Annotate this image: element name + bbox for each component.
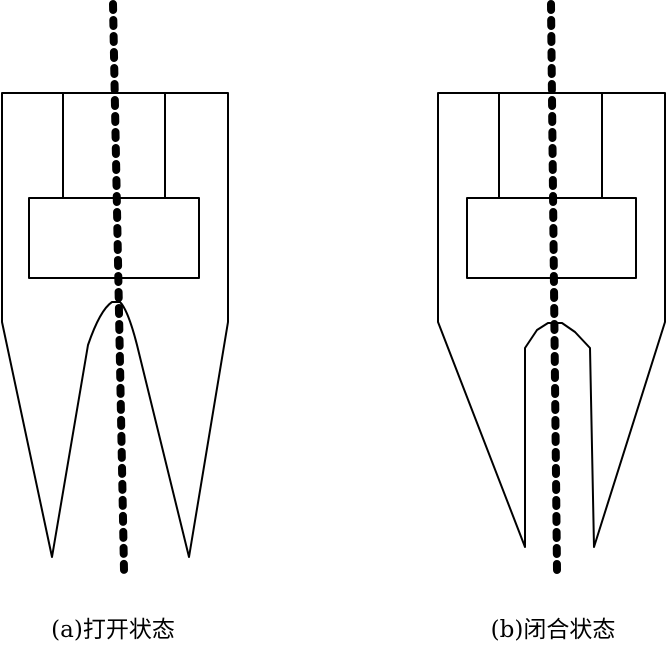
caption-closed-state: (b)闭合状态	[490, 617, 616, 643]
gripper-closed-body	[437, 92, 666, 548]
center-axis-open	[109, 0, 128, 574]
center-axis-closed	[547, 0, 561, 574]
caption-open-state: (a)打开状态	[51, 617, 175, 643]
gripper-open-body	[1, 92, 229, 558]
